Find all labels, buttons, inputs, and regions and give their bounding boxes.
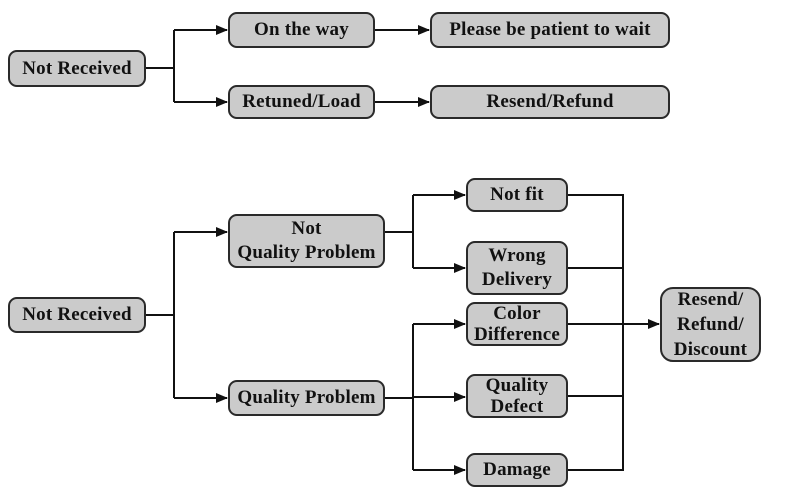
node-not-quality-problem: Not Quality Problem [228, 214, 385, 268]
node-on-the-way: On the way [228, 12, 375, 48]
top-flow-connectors [146, 25, 430, 107]
node-wrong-delivery: Wrong Delivery [466, 241, 568, 295]
node-please-be-patient: Please be patient to wait [430, 12, 670, 48]
node-resend-refund: Resend/Refund [430, 85, 670, 119]
node-not-fit: Not fit [466, 178, 568, 212]
node-returned-load: Retuned/Load [228, 85, 375, 119]
node-not-received-top: Not Received [8, 50, 146, 87]
node-damage: Damage [466, 453, 568, 487]
node-resend-refund-discount: Resend/ Refund/ Discount [660, 287, 761, 362]
bottom-flow-connectors [146, 190, 660, 475]
node-color-difference: Color Difference [466, 302, 568, 346]
node-not-received-bottom: Not Received [8, 297, 146, 333]
node-quality-defect: Quality Defect [466, 374, 568, 418]
node-quality-problem: Quality Problem [228, 380, 385, 416]
